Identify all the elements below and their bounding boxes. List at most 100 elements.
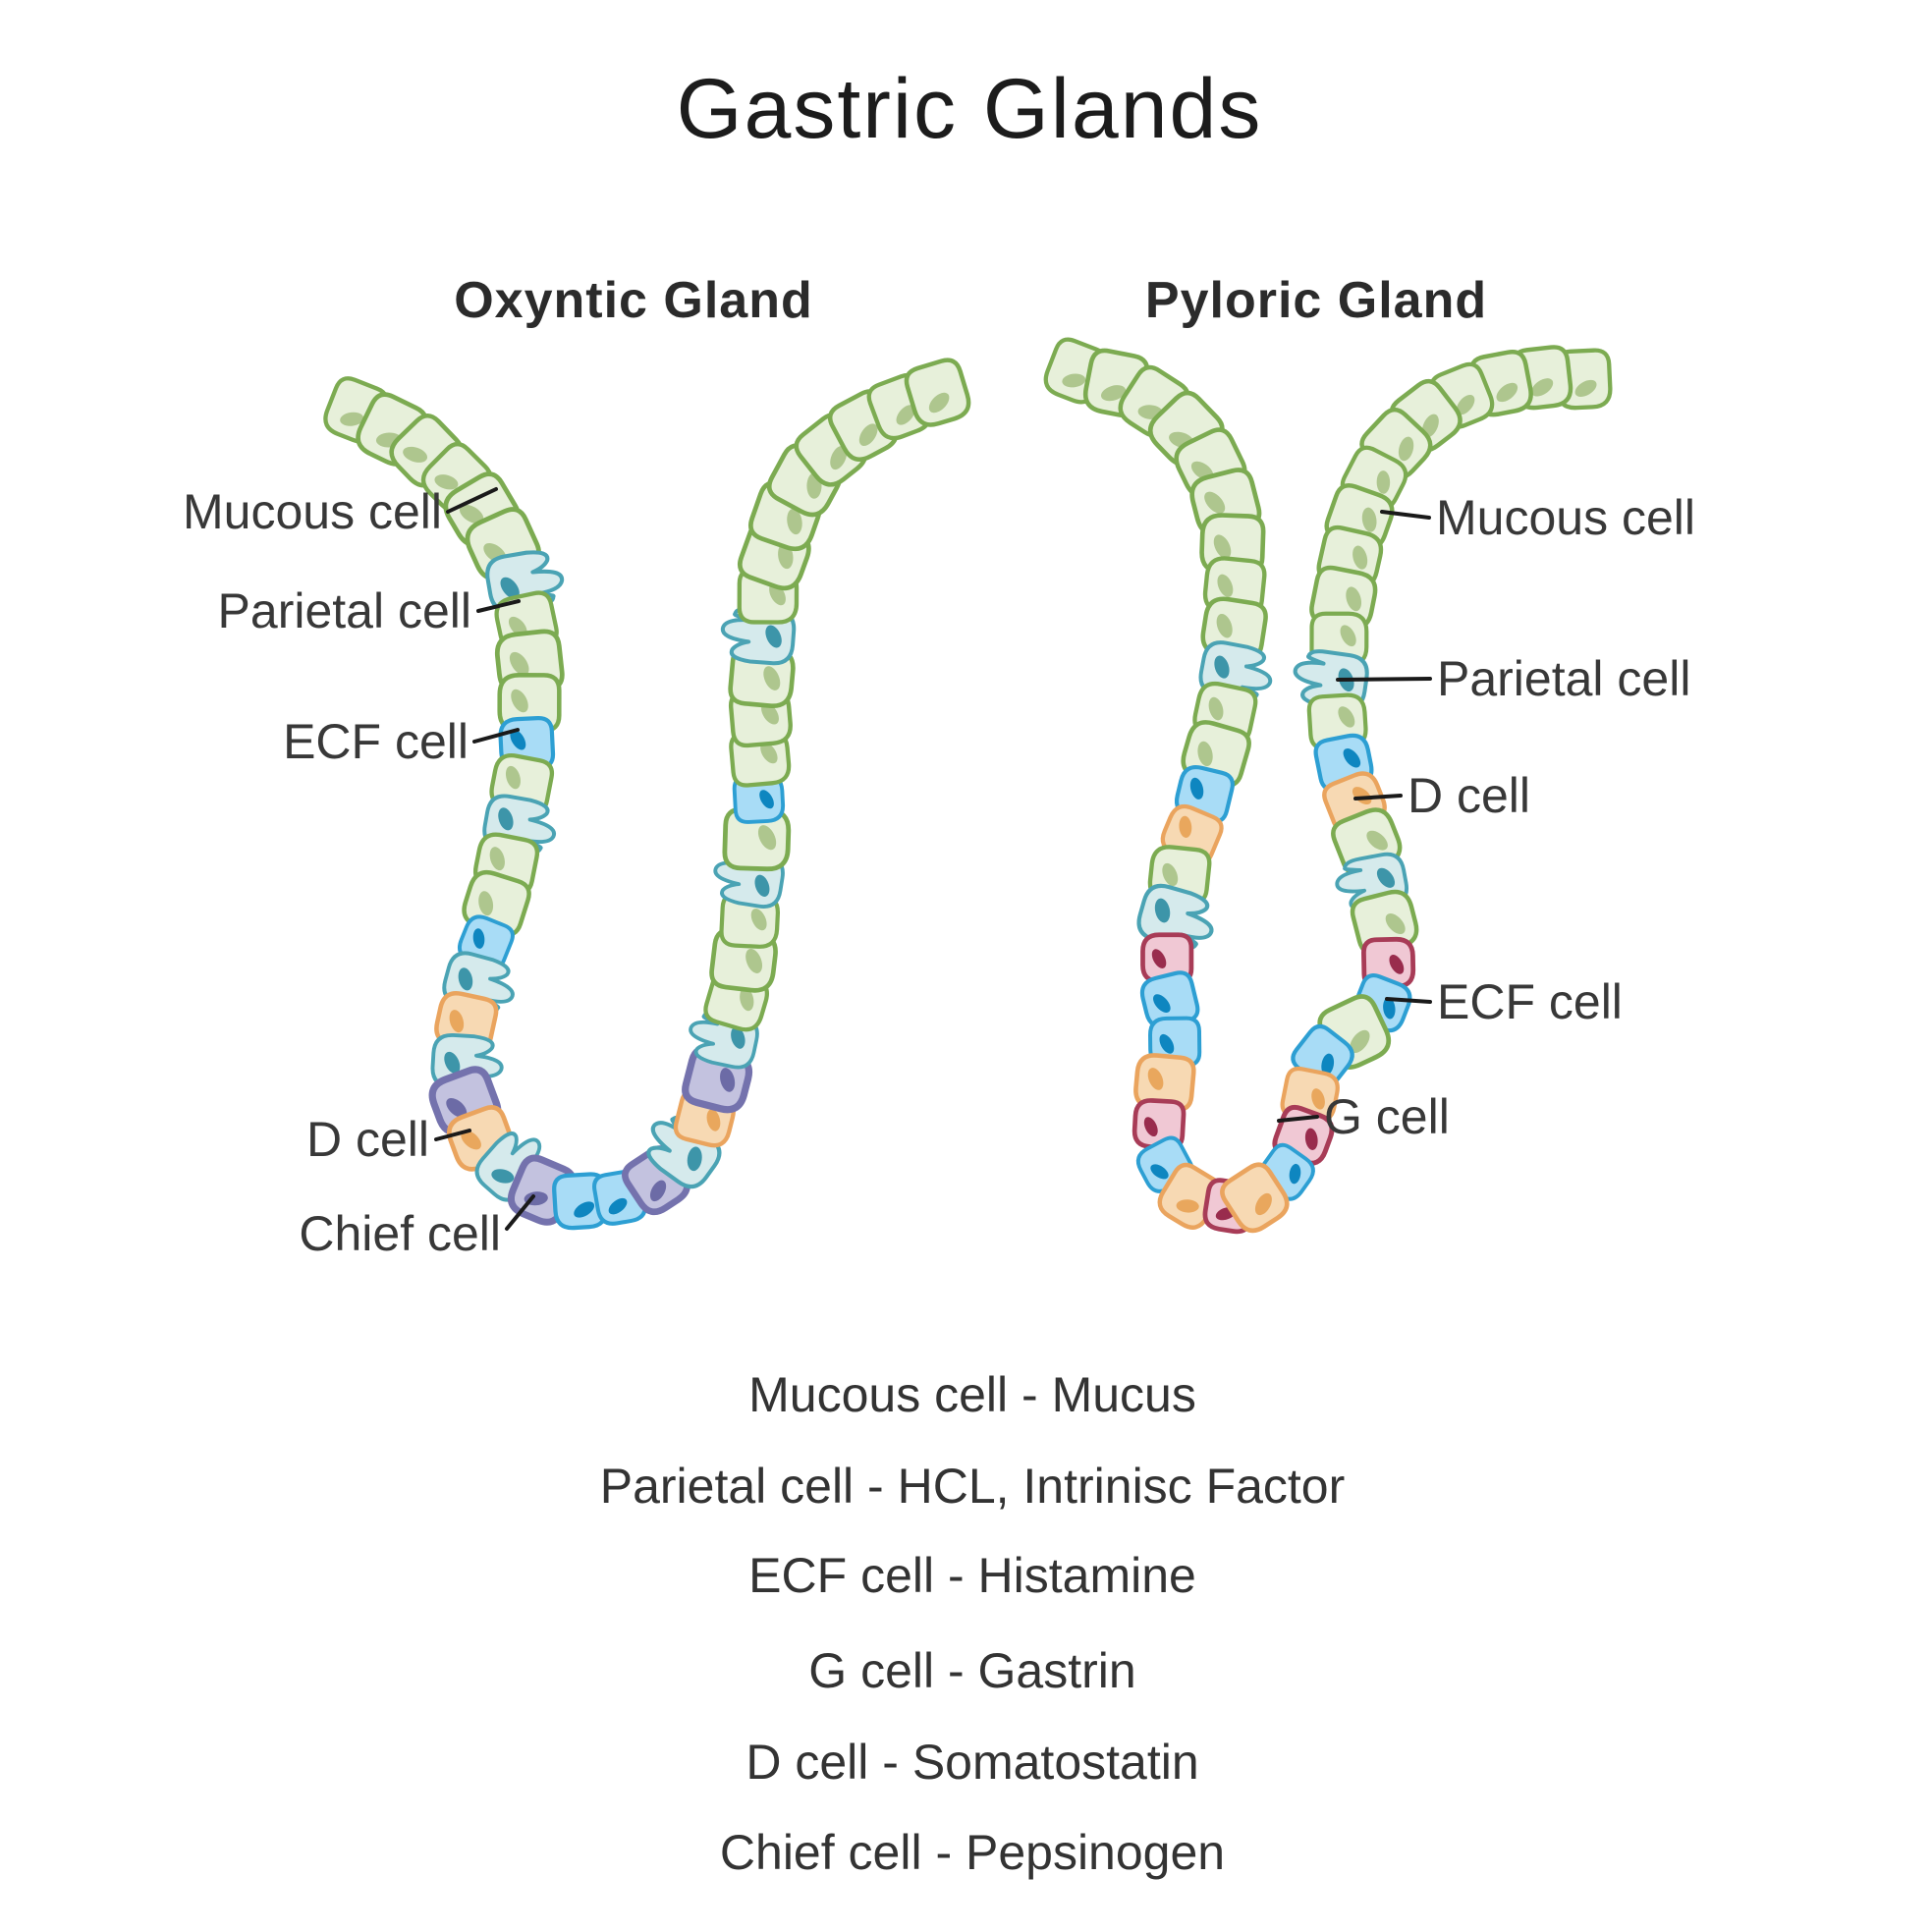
legend-mucous: Mucous cell - Mucus (748, 1367, 1196, 1422)
cell-mucous-nucleus (763, 666, 781, 690)
cell-mucous-nucleus (1062, 373, 1086, 388)
cell-mucous-nucleus (1216, 613, 1233, 638)
cell-parietal-nucleus (1214, 655, 1230, 679)
leader-pyloric-parietal (1336, 677, 1432, 682)
cell-ecf-nucleus (1189, 777, 1204, 800)
cell-mucous-nucleus (1496, 382, 1518, 403)
cell-d-nucleus (706, 1109, 721, 1132)
cell-mucous-nucleus (1456, 394, 1475, 415)
legend-chief: Chief cell - Pepsinogen (720, 1825, 1225, 1880)
cell-mucous-nucleus (489, 847, 505, 871)
cell-mucous-nucleus (1213, 534, 1232, 559)
cell-mucous-nucleus (459, 504, 484, 524)
label-oxyntic-chief-cell: Chief cell (299, 1206, 501, 1261)
cell-d-nucleus (1179, 815, 1192, 838)
heading-pyloric-gland: Pyloric Gland (1145, 272, 1487, 329)
cell-d-nucleus (1176, 1199, 1199, 1213)
cell-ecf-nucleus (759, 790, 774, 809)
leader-oxyntic-d (434, 1129, 471, 1141)
cell-mucous-nucleus (1346, 586, 1362, 612)
cell-mucous-nucleus (511, 689, 528, 713)
cell-ecf-nucleus (574, 1201, 595, 1218)
leader-oxyntic-parietal (476, 599, 521, 613)
leader-pyloric-g (1277, 1115, 1319, 1123)
cell-mucous-nucleus (1398, 436, 1414, 462)
cell-mucous (904, 358, 971, 427)
cell-d-nucleus (1254, 1192, 1272, 1216)
cell-mucous-nucleus (1376, 470, 1391, 494)
cell-parietal-nucleus (1154, 898, 1171, 923)
cell-mucous-nucleus (509, 651, 529, 676)
label-pyloric-mucous-cell: Mucous cell (1436, 490, 1695, 545)
leader-pyloric-d (1353, 794, 1403, 800)
oxyntic-cells (323, 358, 971, 1231)
page-title: Gastric Glands (677, 62, 1263, 156)
cell-mucous-nucleus (1338, 706, 1355, 728)
cell-parietal-nucleus (444, 1051, 461, 1075)
cell-mucous-nucleus (760, 742, 778, 764)
cell-g-nucleus (1389, 955, 1405, 974)
legend: Mucous cell - Mucus Parietal cell - HCL,… (600, 1367, 1346, 1880)
legend-d: D cell - Somatostatin (745, 1735, 1198, 1790)
legend-ecf: ECF cell - Histamine (748, 1548, 1196, 1603)
leader-oxyntic-mucous (446, 487, 498, 514)
heading-oxyntic-gland: Oxyntic Gland (454, 272, 813, 329)
cell-parietal-nucleus (765, 625, 782, 648)
cell-parietal-nucleus (491, 1169, 515, 1184)
cell-mucous-nucleus (1340, 625, 1356, 647)
cell-g-nucleus (1304, 1128, 1318, 1150)
cell-chief-nucleus (446, 1098, 468, 1118)
cell-parietal-nucleus (500, 577, 520, 599)
label-oxyntic-parietal-cell: Parietal cell (218, 583, 471, 638)
cell-mucous-nucleus (757, 825, 777, 851)
cell-mucous-nucleus (1531, 378, 1554, 397)
legend-parietal: Parietal cell - HCL, Intrinisc Factor (600, 1459, 1346, 1514)
cell-d-nucleus (449, 1010, 465, 1033)
cell-mucous-nucleus (750, 909, 767, 931)
cell-mucous-nucleus (858, 423, 878, 447)
cell-ecf-nucleus (1150, 1164, 1169, 1180)
cell-mucous-nucleus (434, 474, 459, 490)
pyloric-right-cells (1220, 345, 1613, 1234)
cell-mucous-nucleus (1350, 1029, 1370, 1054)
label-oxyntic-d-cell: D cell (306, 1112, 429, 1167)
cell-g-nucleus (1143, 1117, 1158, 1137)
cell-mucous-nucleus (1100, 385, 1127, 402)
label-oxyntic-mucous-cell: Mucous cell (183, 484, 442, 539)
cell-d (1133, 1053, 1196, 1112)
cell-mucous-nucleus (787, 508, 802, 535)
cell-mucous-nucleus (928, 392, 950, 414)
label-pyloric-ecf-cell: ECF cell (1437, 974, 1623, 1029)
cell-parietal-nucleus (731, 1026, 745, 1049)
cell-d-nucleus (461, 1130, 481, 1150)
cell-ecf-nucleus (472, 928, 485, 949)
cell-parietal-nucleus (458, 967, 473, 991)
cell-d-body (1220, 1162, 1290, 1234)
cell-chief-nucleus (720, 1068, 736, 1092)
leader-oxyntic-chief (505, 1194, 535, 1231)
cell-mucous-nucleus (1217, 574, 1234, 597)
cell-mucous (722, 806, 792, 872)
cell-mucous-nucleus (340, 412, 364, 426)
leader-oxyntic-ecf (472, 728, 520, 744)
cell-mucous-nucleus (1162, 862, 1179, 887)
cell-ecf-nucleus (1383, 997, 1396, 1020)
cell-mucous-nucleus (896, 405, 915, 425)
cell-parietal-nucleus (1376, 867, 1396, 888)
cell-ecf-nucleus (608, 1197, 628, 1215)
leader-pyloric-ecf (1385, 997, 1432, 1004)
cell-d-nucleus (1147, 1068, 1164, 1090)
cell-mucous-nucleus (1361, 507, 1377, 532)
cell-mucous-nucleus (1574, 379, 1597, 397)
cell-ecf-nucleus (1153, 994, 1171, 1013)
cell-mucous-nucleus (745, 948, 763, 973)
legend-g: G cell - Gastrin (808, 1643, 1135, 1698)
cell-parietal-nucleus (687, 1146, 702, 1172)
cell-d-nucleus (1311, 1088, 1325, 1110)
cell-ecf-nucleus (1343, 748, 1361, 768)
cell-parietal-nucleus (754, 874, 770, 897)
cell-mucous-nucleus (740, 987, 754, 1012)
cell-mucous-nucleus (1204, 491, 1226, 514)
cell-mucous-nucleus (478, 891, 494, 916)
